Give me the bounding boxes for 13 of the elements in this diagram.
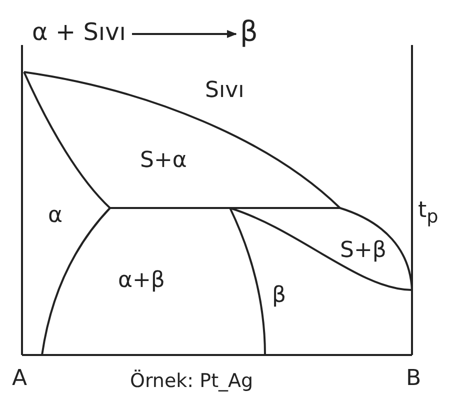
reaction-term: β bbox=[240, 18, 258, 46]
phase-label: β bbox=[272, 285, 286, 307]
arrow bbox=[132, 30, 237, 38]
phase-label: S+β bbox=[340, 240, 386, 262]
temperature-label: t$_{p}$ bbox=[418, 200, 438, 227]
reaction-term: α + Sıvı bbox=[32, 20, 126, 44]
caption: Örnek: Pt_Ag bbox=[130, 372, 254, 391]
phase-label: Sıvı bbox=[205, 80, 244, 102]
phase-label: α+β bbox=[118, 270, 165, 292]
component-label: A bbox=[12, 368, 28, 390]
component-label: B bbox=[406, 368, 422, 390]
phase-label: α bbox=[48, 205, 63, 227]
phase-label: S+α bbox=[140, 150, 187, 172]
